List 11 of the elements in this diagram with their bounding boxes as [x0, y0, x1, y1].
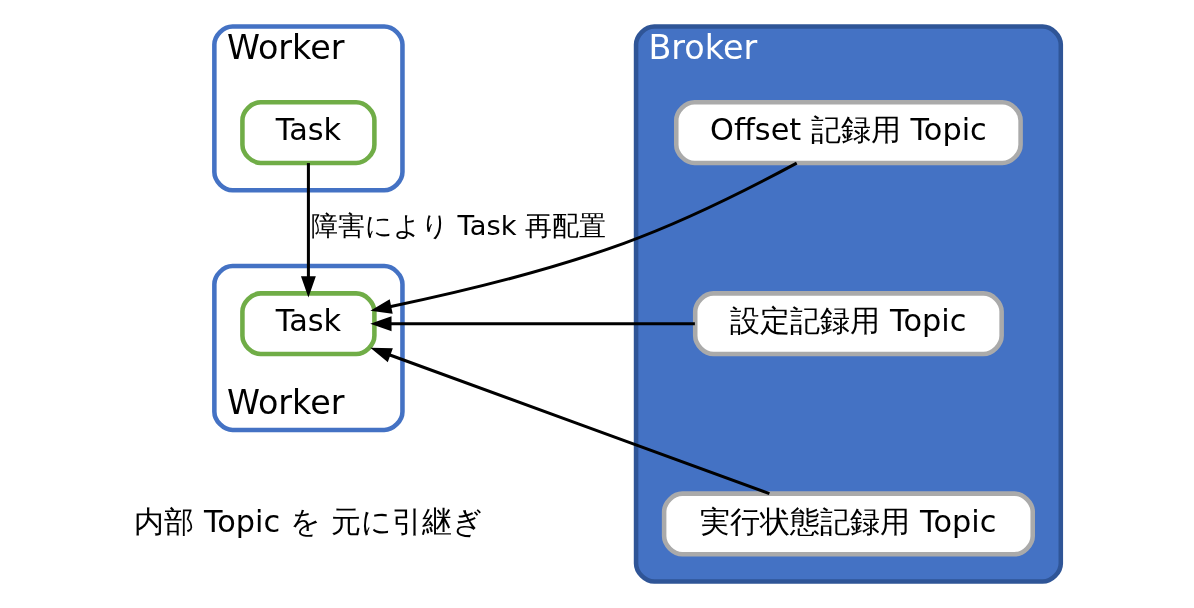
arrow [300, 163, 316, 298]
arrow [370, 347, 770, 495]
node-box: Offset 記録用 Topic [674, 99, 1023, 166]
node-box: Task [240, 291, 377, 357]
node-box: Task [240, 99, 377, 166]
arrow [370, 161, 798, 314]
node-box: 設定記録用 Topic [692, 291, 1004, 357]
arrow [370, 316, 695, 332]
node-box: 実行状態記録用 Topic [661, 491, 1035, 557]
label: 内部 Topic を 元に引継ぎ [134, 503, 483, 539]
edge-label: 障害により Task 再配置 [310, 209, 607, 241]
